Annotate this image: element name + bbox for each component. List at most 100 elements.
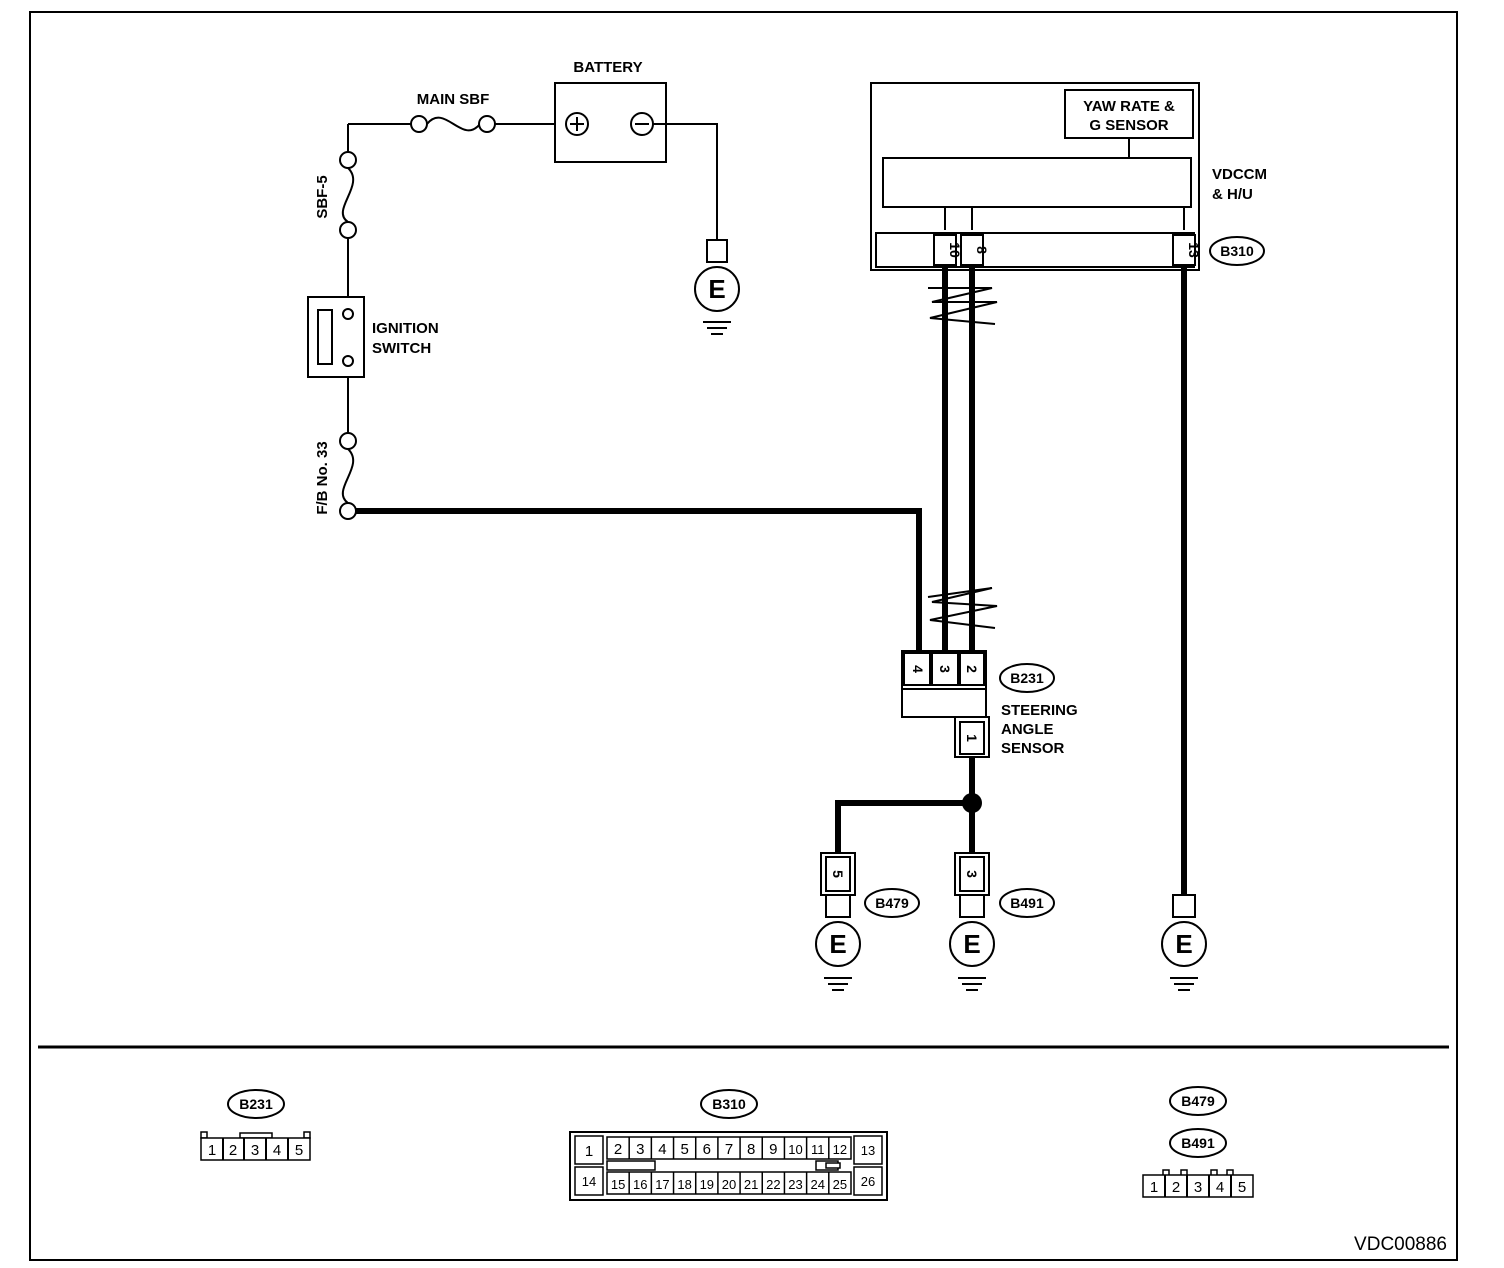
svg-text:B491: B491 bbox=[1010, 895, 1044, 911]
b310-face-pin-label: 17 bbox=[655, 1177, 669, 1192]
vdccm-to-steering-wires bbox=[927, 267, 1187, 895]
ground-b310-pin13: E bbox=[1161, 894, 1207, 991]
b310-face-pin-label: 15 bbox=[611, 1177, 625, 1192]
vdccm-label-line1: VDCCM bbox=[1212, 166, 1267, 183]
yaw-rate-label-line2: G SENSOR bbox=[1089, 117, 1168, 134]
svg-text:1: 1 bbox=[1150, 1179, 1158, 1196]
b231-pin-3 bbox=[931, 652, 959, 686]
svg-text:14: 14 bbox=[582, 1174, 596, 1189]
b479-ref-badge bbox=[864, 888, 920, 918]
b310-face-grid bbox=[628, 1137, 830, 1194]
steering-label-line1: STEERING bbox=[1001, 702, 1078, 719]
b310-face-pin-label: 25 bbox=[833, 1177, 847, 1192]
svg-text:B310: B310 bbox=[1220, 243, 1254, 259]
vdccm-control-unit bbox=[882, 157, 1192, 208]
sbf5-label: SBF-5 bbox=[314, 175, 331, 218]
sbf5-fuse-element bbox=[341, 167, 355, 223]
steering-label-line3: SENSOR bbox=[1001, 740, 1065, 757]
svg-text:4: 4 bbox=[1216, 1179, 1224, 1196]
ground-b491: 3 E B491 bbox=[949, 852, 1055, 991]
svg-text:1: 1 bbox=[208, 1142, 216, 1159]
fb33-to-b231-wire bbox=[356, 508, 922, 656]
ignition-switch-slot bbox=[317, 309, 333, 365]
diagram-code: VDC00886 bbox=[1354, 1234, 1447, 1255]
b310-face-pin-label: 7 bbox=[725, 1141, 733, 1158]
b231-pin-1 bbox=[959, 721, 985, 755]
b310-face-pin-label: 16 bbox=[633, 1177, 647, 1192]
connector-face-b479-b491: B479 B491 1 2 3 4 5 bbox=[1142, 1086, 1254, 1198]
svg-text:3: 3 bbox=[964, 870, 980, 878]
fb33-terminal-top bbox=[339, 432, 357, 450]
main-sbf-fuse-element bbox=[426, 116, 481, 132]
fb33-fuse-element bbox=[341, 448, 355, 504]
b310-face-pin-label: 23 bbox=[788, 1177, 802, 1192]
ground-b479-icon bbox=[815, 921, 861, 967]
ignition-switch-label-line2: SWITCH bbox=[372, 340, 431, 357]
vdccm-hu: YAW RATE & G SENSOR 10 8 13 VDCCM & H/U … bbox=[870, 82, 1267, 271]
svg-text:10: 10 bbox=[947, 242, 963, 258]
b310-pin-8 bbox=[960, 234, 984, 266]
b310-pin-13 bbox=[1172, 234, 1196, 266]
connector-face-b231: B231 1 2 3 4 5 bbox=[200, 1089, 311, 1161]
svg-text:2: 2 bbox=[1172, 1179, 1180, 1196]
sensor-ground-wiring bbox=[835, 757, 982, 855]
svg-text:B491: B491 bbox=[1181, 1135, 1215, 1151]
svg-text:2: 2 bbox=[229, 1142, 237, 1159]
sbf5-terminal-top bbox=[339, 151, 357, 169]
fb33-label: F/B No. 33 bbox=[314, 441, 331, 514]
b310-face-pin-label: 5 bbox=[680, 1141, 688, 1158]
steering-label-line2: ANGLE bbox=[1001, 721, 1054, 738]
b310-face-pin-label: 18 bbox=[677, 1177, 691, 1192]
power-supply-circuit: MAIN SBF BATTERY E SBF-5 IGNITION bbox=[307, 59, 922, 656]
svg-text:E: E bbox=[963, 929, 980, 959]
svg-text:E: E bbox=[829, 929, 846, 959]
svg-text:3: 3 bbox=[1194, 1179, 1202, 1196]
b310-face-pin-label: 12 bbox=[833, 1142, 847, 1157]
twisted-pair-icon-lower bbox=[927, 587, 998, 629]
steering-angle-sensor: 4 3 2 1 B231 STEERING ANGLE SENSOR bbox=[901, 650, 1078, 758]
svg-text:B479: B479 bbox=[875, 895, 909, 911]
ignition-switch-label-line1: IGNITION bbox=[372, 320, 439, 337]
svg-text:E: E bbox=[708, 274, 725, 304]
svg-text:B479: B479 bbox=[1181, 1093, 1215, 1109]
face-b310-ref-badge bbox=[700, 1089, 758, 1119]
fb33-terminal-bottom bbox=[339, 502, 357, 520]
b310-face-pin-label: 3 bbox=[636, 1141, 644, 1158]
svg-text:4: 4 bbox=[910, 665, 926, 673]
main-sbf-label: MAIN SBF bbox=[417, 91, 490, 108]
sbf5-terminal-bottom bbox=[339, 221, 357, 239]
b231-pin-4 bbox=[903, 652, 931, 686]
svg-text:2: 2 bbox=[964, 665, 980, 673]
svg-text:5: 5 bbox=[295, 1142, 303, 1159]
face-b491-ref-badge bbox=[1169, 1128, 1227, 1158]
svg-text:B231: B231 bbox=[1010, 670, 1044, 686]
connector-b310-block bbox=[875, 232, 1195, 268]
b310-face-pin-label: 19 bbox=[700, 1177, 714, 1192]
b310-face-pin-label: 8 bbox=[747, 1141, 755, 1158]
battery-label: BATTERY bbox=[573, 59, 642, 76]
ground-b310-icon bbox=[1161, 921, 1207, 967]
svg-text:E: E bbox=[1175, 929, 1192, 959]
ignition-switch bbox=[307, 296, 365, 378]
svg-text:3: 3 bbox=[251, 1142, 259, 1159]
svg-text:13: 13 bbox=[861, 1143, 875, 1158]
ground-b479: 5 E B479 bbox=[815, 852, 920, 991]
b310-face-pin-label: 24 bbox=[810, 1177, 824, 1192]
b231-pin-2 bbox=[959, 652, 985, 686]
b310-face-pin-label: 11 bbox=[811, 1142, 825, 1157]
yaw-rate-g-sensor bbox=[1064, 89, 1194, 139]
b310-face-pin-label: 22 bbox=[766, 1177, 780, 1192]
svg-text:5: 5 bbox=[1238, 1179, 1246, 1196]
ground-b491-icon bbox=[949, 921, 995, 967]
b310-face-pin-label: 10 bbox=[788, 1142, 802, 1157]
svg-text:26: 26 bbox=[861, 1174, 875, 1189]
diagram-border bbox=[29, 11, 1458, 1261]
splice-junction-icon bbox=[962, 793, 982, 813]
svg-text:1: 1 bbox=[585, 1143, 593, 1160]
b310-face-pin-label: 4 bbox=[658, 1141, 666, 1158]
battery-ground-icon: E bbox=[694, 239, 740, 335]
b310-ref-badge bbox=[1209, 236, 1265, 266]
svg-text:1: 1 bbox=[964, 734, 980, 742]
